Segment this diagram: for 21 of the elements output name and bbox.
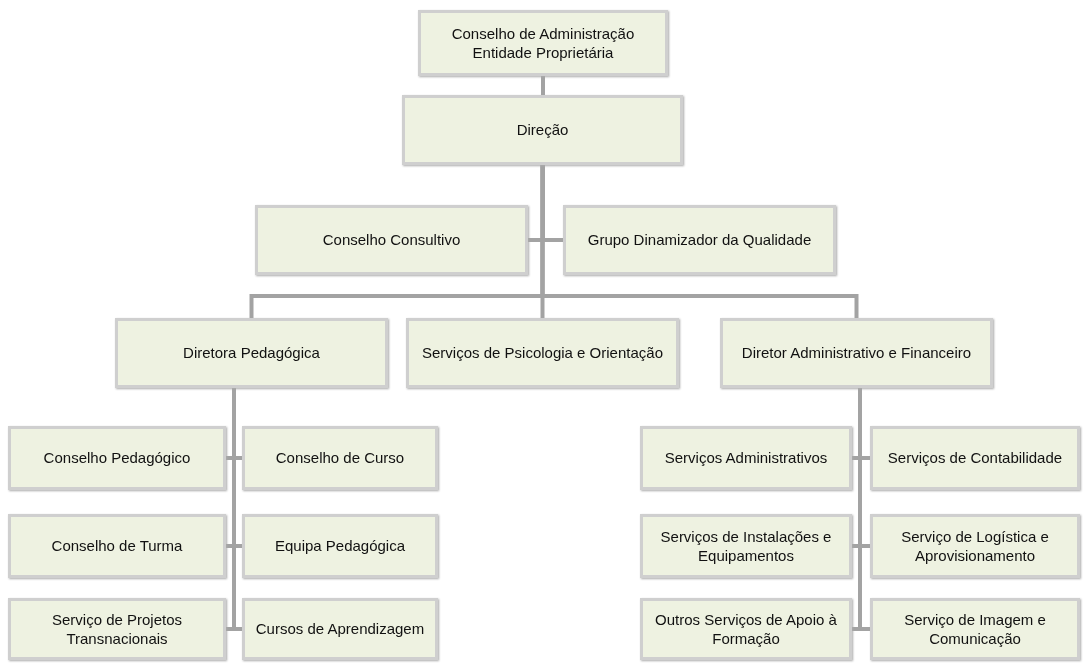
org-box: Diretora Pedagógica <box>115 318 388 388</box>
org-box: Equipa Pedagógica <box>242 514 438 578</box>
org-box: Serviço de Imagem e Comunicação <box>870 598 1080 660</box>
org-box: Cursos de Aprendizagem <box>242 598 438 660</box>
org-box: Serviços Administrativos <box>640 426 852 490</box>
org-box: Conselho de Turma <box>8 514 226 578</box>
org-box: Serviços de Instalações e Equipamentos <box>640 514 852 578</box>
org-box: Diretor Administrativo e Financeiro <box>720 318 993 388</box>
connector-line <box>541 76 545 95</box>
org-box: Conselho Pedagógico <box>8 426 226 490</box>
org-box: Serviços de Contabilidade <box>870 426 1080 490</box>
org-box: Conselho Consultivo <box>255 205 528 275</box>
org-box: Grupo Dinamizador da Qualidade <box>563 205 836 275</box>
org-box: Outros Serviços de Apoio à Formação <box>640 598 852 660</box>
org-box: Serviços de Psicologia e Orientação <box>406 318 679 388</box>
org-box: Conselho de Administração Entidade Proprietária <box>418 10 668 76</box>
connector-line <box>540 165 859 318</box>
org-box: Serviço de Logística e Aprovisionamento <box>870 514 1080 578</box>
org-box: Direção <box>402 95 683 165</box>
org-box: Serviço de Projetos Transnacionais <box>8 598 226 660</box>
org-box: Conselho de Curso <box>242 426 438 490</box>
